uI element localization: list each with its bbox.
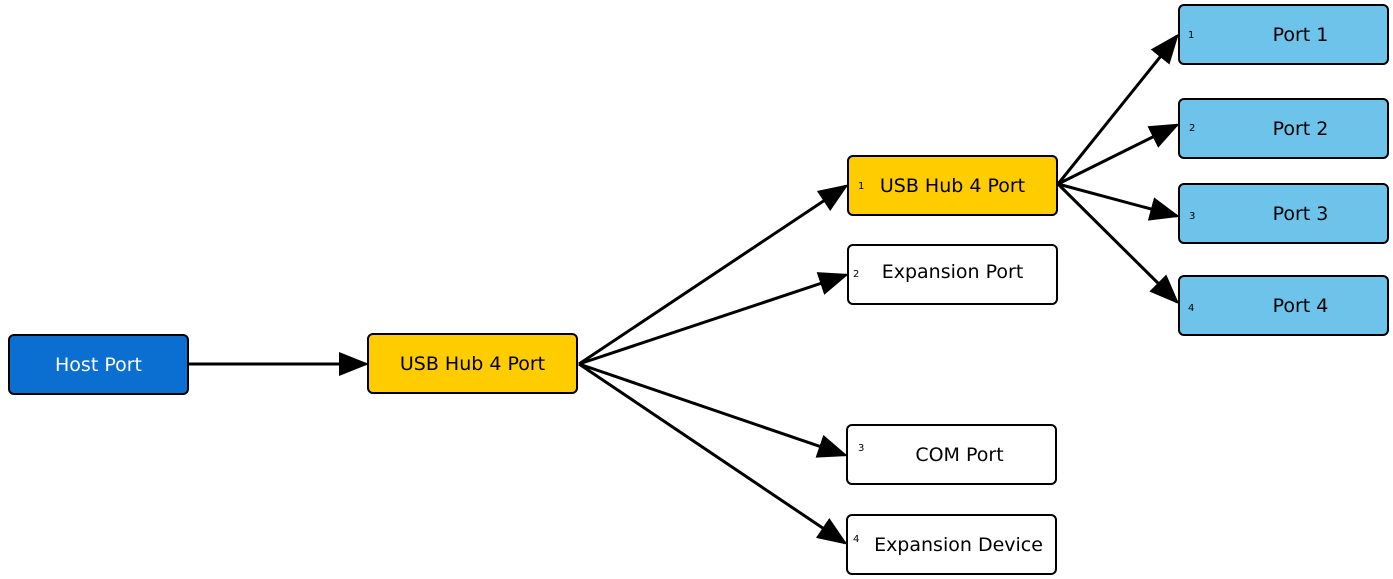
edge-hub_sub-to-port2 <box>1057 123 1180 186</box>
port-number-badge: 2 <box>853 269 860 280</box>
port-number-badge: 1 <box>1188 30 1195 41</box>
host-port-node[interactable]: Host Port <box>8 334 189 395</box>
host-port-label: Host Port <box>55 353 142 376</box>
edge-hub_main-to-expansion_device <box>578 362 848 545</box>
usb-hub-sub-node[interactable]: 1 USB Hub 4 Port <box>847 155 1058 216</box>
edge-hub_sub-to-port4 <box>1056 182 1180 305</box>
usb-hub-main-label: USB Hub 4 Port <box>399 352 546 375</box>
expansion-port-label: Expansion Port <box>881 260 1024 283</box>
expansion-device-node[interactable]: 4 Expansion Device <box>846 514 1057 575</box>
edge-hub_main-to-expansion_port <box>578 272 849 366</box>
port-1-node[interactable]: 1 Port 1 <box>1178 4 1389 65</box>
usb-hub-main-node[interactable]: USB Hub 4 Port <box>367 333 578 394</box>
port-4-label: Port 4 <box>1272 294 1329 317</box>
expansion-port-node[interactable]: 2 Expansion Port <box>847 244 1058 305</box>
port-number-badge: 4 <box>853 534 860 545</box>
port-3-node[interactable]: 3 Port 3 <box>1178 183 1389 244</box>
port-number-badge: 3 <box>858 443 865 454</box>
port-number-badge: 3 <box>1189 211 1196 222</box>
port-number-badge: 2 <box>1189 123 1196 134</box>
usb-hub-sub-label: USB Hub 4 Port <box>879 174 1026 197</box>
port-1-label: Port 1 <box>1272 23 1329 46</box>
port-4-node[interactable]: 4 Port 4 <box>1178 275 1389 336</box>
port-2-node[interactable]: 2 Port 2 <box>1178 98 1389 159</box>
edge-hub_sub-to-port3 <box>1057 182 1180 221</box>
com-port-label: COM Port <box>915 443 1004 466</box>
expansion-device-label: Expansion Device <box>874 533 1043 556</box>
edge-hub_main-to-hub_sub <box>578 184 849 366</box>
com-port-node[interactable]: 3 COM Port <box>846 424 1057 485</box>
edge-hub_main-to-com_port <box>578 362 848 458</box>
port-3-label: Port 3 <box>1272 202 1329 225</box>
port-2-label: Port 2 <box>1272 117 1329 140</box>
port-number-badge: 4 <box>1188 303 1195 314</box>
port-number-badge: 1 <box>858 181 865 192</box>
edge-hub_sub-to-port1 <box>1056 33 1179 185</box>
